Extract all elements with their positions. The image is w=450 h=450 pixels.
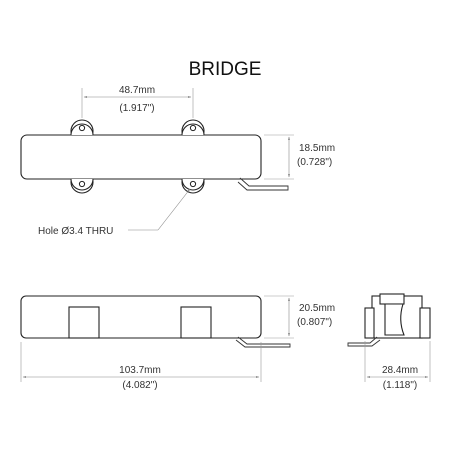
drawing-title: BRIDGE [189, 59, 262, 80]
length-mm: 103.7mm [119, 365, 161, 376]
dim-top-height [264, 134, 294, 180]
mount-hole [78, 180, 86, 188]
hole-callout-label: Hole Ø3.4 THRU [38, 226, 113, 237]
top-height-mm: 18.5mm [299, 143, 335, 154]
hole-callout-leader [128, 188, 191, 231]
top-height-inch: (0.728") [297, 157, 332, 168]
dim-side-height [264, 295, 294, 339]
lead-wire-side [235, 336, 291, 348]
end-width-inch: (1.118") [383, 380, 418, 391]
end-flange-left [364, 307, 375, 339]
lead-wire-end [347, 336, 381, 347]
lead-wire-top [237, 177, 289, 191]
top-view [20, 119, 289, 194]
length-inch: (4.082") [122, 380, 157, 391]
hole-spacing-inch: (1.917") [119, 103, 154, 114]
pickup-body-top [20, 134, 262, 180]
end-flange-right [419, 307, 431, 339]
side-height-inch: (0.807") [297, 317, 332, 328]
mount-hole [189, 180, 197, 188]
dim-length [20, 342, 262, 382]
mount-hole [189, 124, 197, 132]
side-height-mm: 20.5mm [299, 303, 335, 314]
end-top-block [379, 293, 405, 305]
dim-end-width [364, 341, 431, 382]
mount-ear-side-right [180, 306, 212, 339]
dim-hole-spacing [81, 88, 194, 118]
pickup-body-side [20, 295, 262, 339]
side-view [20, 295, 291, 348]
mount-hole [78, 124, 86, 132]
end-view [347, 293, 431, 347]
hole-spacing-mm: 48.7mm [119, 85, 155, 96]
end-cover-curve [384, 303, 405, 336]
end-width-mm: 28.4mm [382, 365, 418, 376]
mount-ear-side-left [68, 306, 100, 339]
